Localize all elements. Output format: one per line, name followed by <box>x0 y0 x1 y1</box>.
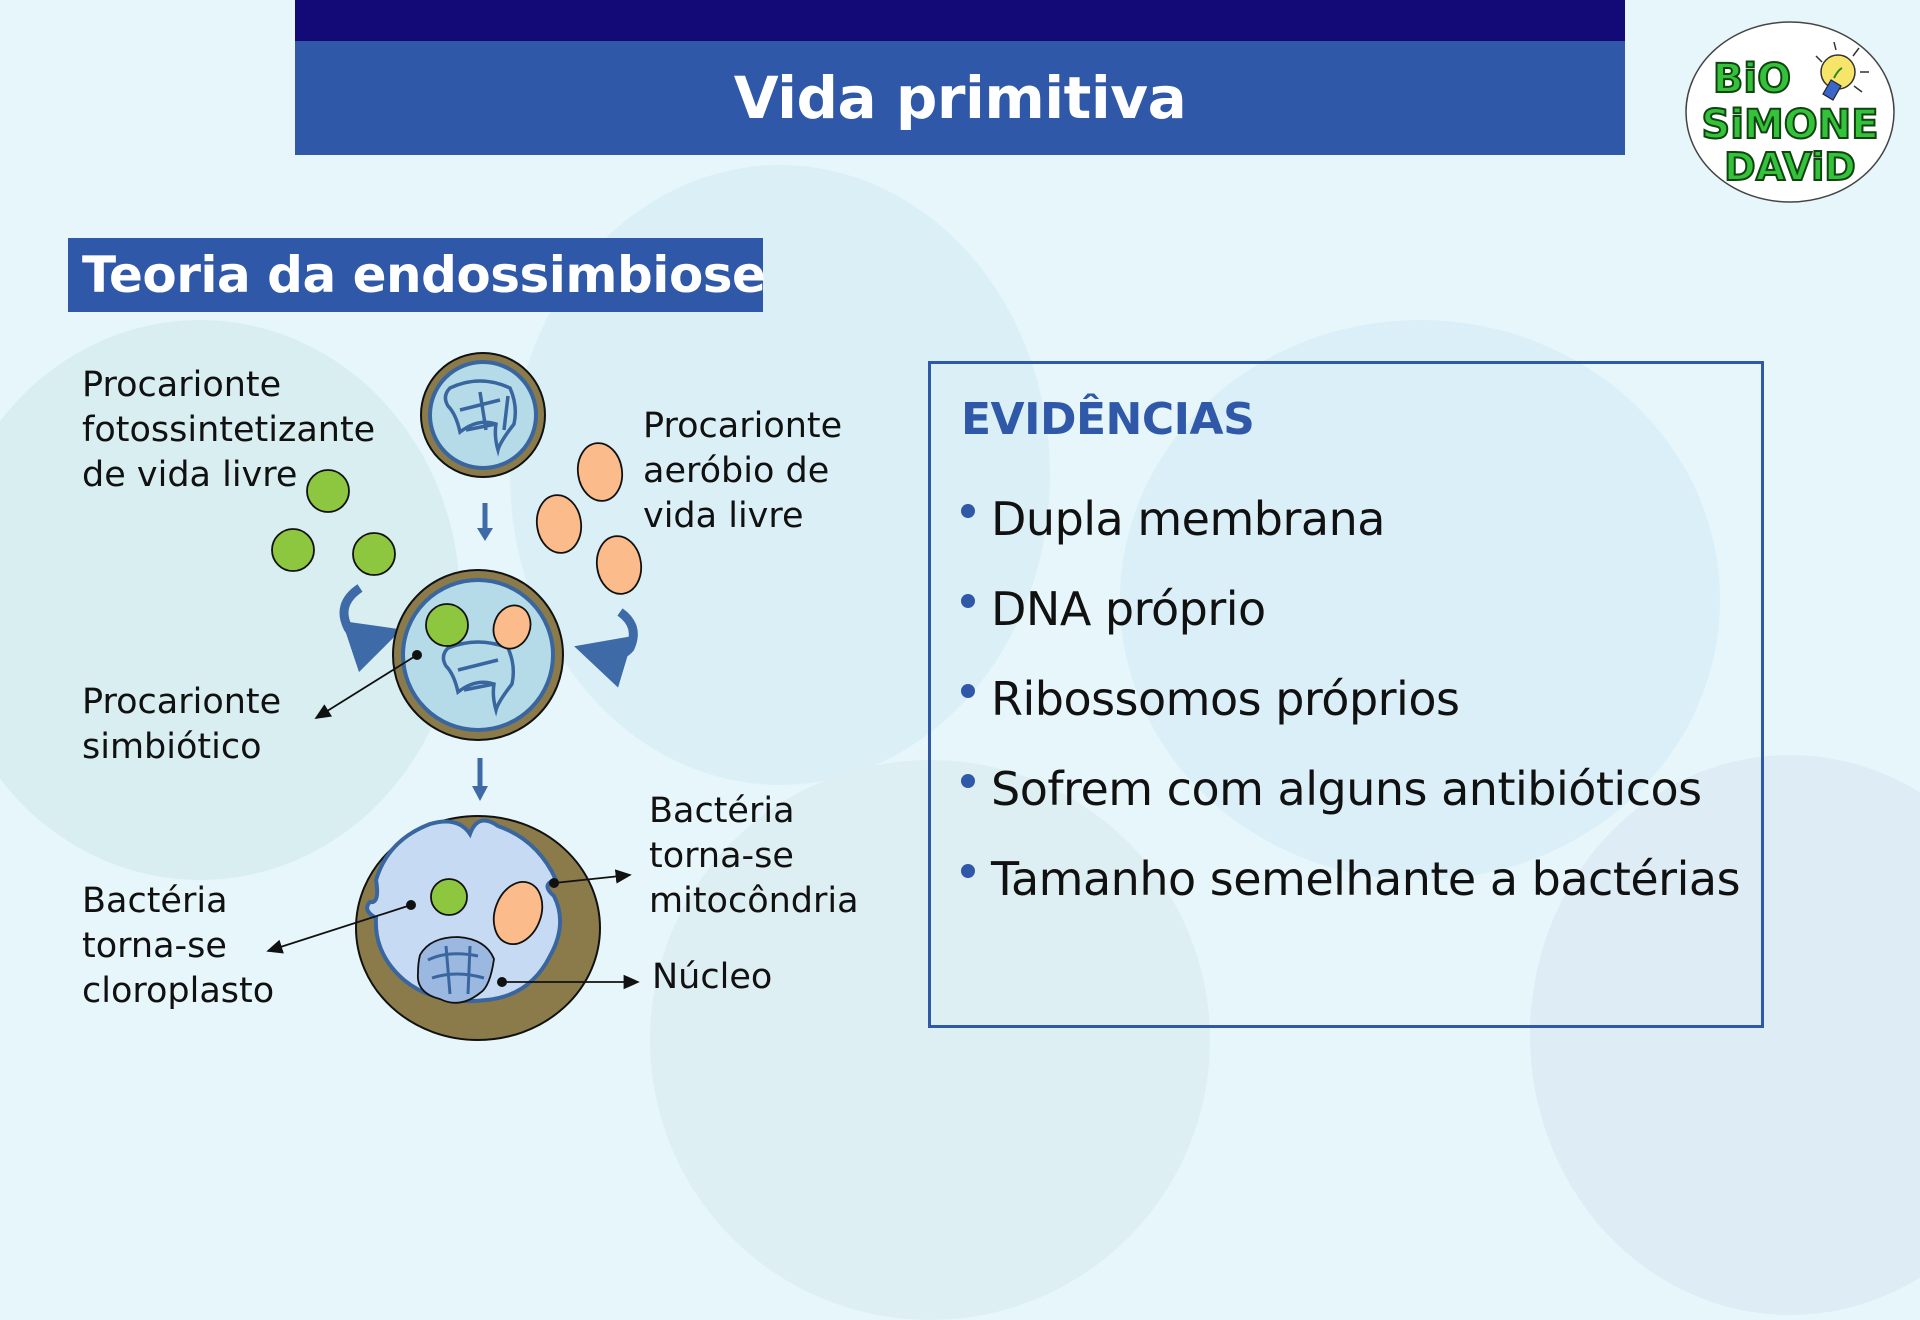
bullet-icon <box>961 684 975 698</box>
bullet-icon <box>961 864 975 878</box>
label-chloroplast: Bactéria torna-se cloroplasto <box>82 881 275 1011</box>
photosynthetic-bacteria <box>271 469 396 576</box>
evidence-list: Dupla membrana DNA próprio Ribossomos pr… <box>961 474 1741 924</box>
bullet-icon <box>961 504 975 518</box>
aerobic-bacteria <box>535 442 643 595</box>
section-title-box: Teoria da endossimbiose <box>68 238 766 312</box>
label-photosynthetic-prokaryote: Procarionte fotossintetizante de vida li… <box>82 365 376 495</box>
pointer-line <box>553 869 632 884</box>
bio-simone-david-logo: BiO SiMONE DAViD <box>1684 20 1896 205</box>
title-bar-main: Vida primitiva <box>295 41 1625 155</box>
label-nucleus: Núcleo <box>652 957 773 997</box>
background-circle <box>1120 320 1720 880</box>
evidence-item: Tamanho semelhante a bactérias <box>961 834 1741 924</box>
curved-arrow-icon <box>339 584 402 673</box>
symbiotic-prokaryote-cell <box>392 569 564 741</box>
pointer-line <box>266 904 412 954</box>
logo-line-1: BiO <box>1713 56 1791 102</box>
eukaryotic-cell <box>355 815 601 1041</box>
endosymbiosis-diagram <box>266 352 643 1041</box>
evidence-item-text: Dupla membrana <box>991 492 1385 546</box>
evidence-item-text: Sofrem com alguns antibióticos <box>991 762 1702 816</box>
evidence-box: EVIDÊNCIAS Dupla membrana DNA próprio Ri… <box>928 361 1764 1028</box>
label-mitochondria: Bactéria torna-se mitocôndria <box>649 791 859 921</box>
page-title: Vida primitiva <box>733 64 1187 132</box>
curved-arrow-icon <box>574 608 638 688</box>
lightbulb-icon <box>1815 41 1869 101</box>
background-circle <box>0 320 460 880</box>
evidence-item-text: Ribossomos próprios <box>991 672 1460 726</box>
evidence-item: Sofrem com alguns antibióticos <box>961 744 1740 834</box>
evidence-item-text: Tamanho semelhante a bactérias <box>991 852 1741 906</box>
bullet-icon <box>961 594 975 608</box>
evidence-title: EVIDÊNCIAS <box>961 394 1255 445</box>
bullet-icon <box>961 774 975 788</box>
title-bar: Vida primitiva <box>295 0 1625 155</box>
section-title: Teoria da endossimbiose <box>82 246 766 304</box>
label-symbiotic-prokaryote: Procarionte simbiótico <box>82 682 282 767</box>
evidence-item: Ribossomos próprios <box>961 654 1740 744</box>
ancestral-prokaryote-cell <box>420 352 546 478</box>
logo-line-3: DAViD <box>1724 145 1856 189</box>
title-bar-accent <box>295 0 1625 41</box>
evidence-item: Dupla membrana <box>961 474 1740 564</box>
evidence-item: DNA próprio <box>961 564 1740 654</box>
label-aerobic-prokaryote: Procarionte aeróbio de vida livre <box>643 406 843 536</box>
evidence-item-text: DNA próprio <box>991 582 1266 636</box>
pointer-line <box>314 654 418 719</box>
logo-line-2: SiMONE <box>1701 102 1878 148</box>
